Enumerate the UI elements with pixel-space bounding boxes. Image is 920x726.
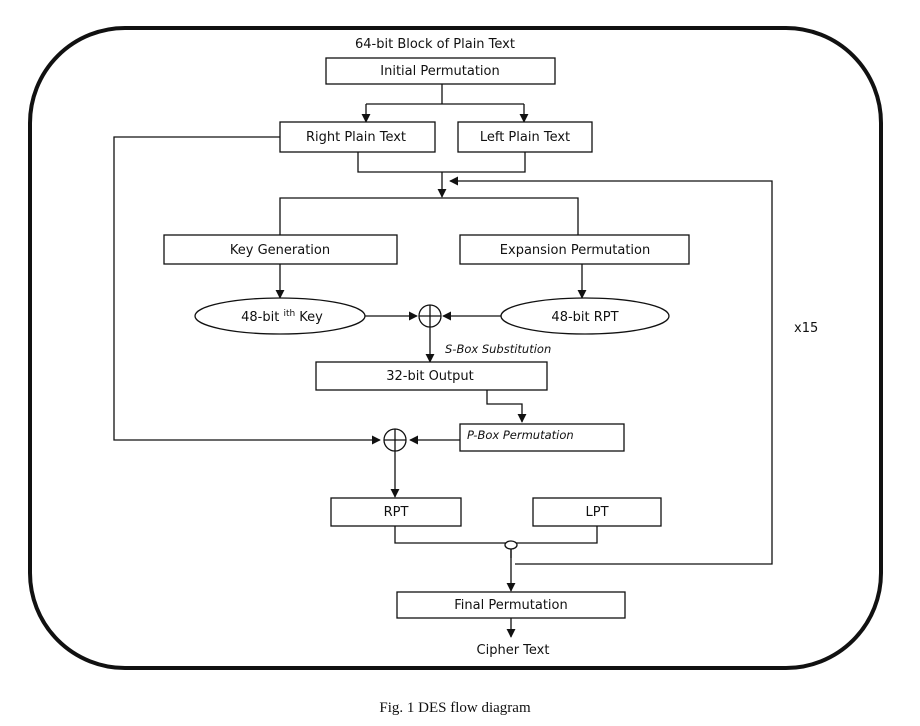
ith-superscript: ith xyxy=(283,309,295,319)
initial-permutation-label: Initial Permutation xyxy=(380,64,499,79)
sbox-substitution-label: S-Box Substitution xyxy=(445,342,551,356)
final-permutation-label: Final Permutation xyxy=(454,598,567,613)
key-generation-label: Key Generation xyxy=(230,243,330,258)
output-to-pbox-wire xyxy=(486,390,527,423)
expansion-permutation-label: Expansion Permutation xyxy=(500,243,650,258)
ith-key-label: 48-bit ith Key xyxy=(241,309,323,325)
join-wire xyxy=(394,526,598,544)
junction-node xyxy=(504,540,518,550)
rpt-box xyxy=(330,497,462,527)
right-plain-text-box xyxy=(279,121,436,153)
xor-key-mix-icon xyxy=(418,304,442,328)
left-plain-text-label: Left Plain Text xyxy=(480,130,570,145)
outer-frame xyxy=(28,26,883,670)
lpt-label: LPT xyxy=(585,505,608,520)
figure-caption: Fig. 1 DES flow diagram xyxy=(379,700,531,716)
final-permutation-box xyxy=(396,591,626,619)
right-plain-text-label: Right Plain Text xyxy=(306,130,406,145)
cipher-text-label: Cipher Text xyxy=(477,643,550,658)
loop-back-wire xyxy=(449,176,773,565)
output-32-box xyxy=(315,361,548,391)
input-label: 64-bit Block of Plain Text xyxy=(355,37,515,52)
initial-permutation-box xyxy=(325,57,556,85)
expansion-permutation-box xyxy=(459,234,690,265)
output-32-label: 32-bit Output xyxy=(386,369,473,384)
merge-wire xyxy=(357,152,526,173)
rpt-48-label: 48-bit RPT xyxy=(551,310,618,325)
rpt-label: RPT xyxy=(384,505,409,520)
lpt-box xyxy=(532,497,662,527)
pbox-permutation-label: P-Box Permutation xyxy=(467,428,574,442)
ip-split-wire xyxy=(366,84,524,105)
left-plain-text-box xyxy=(457,121,593,153)
key-generation-box xyxy=(163,234,398,265)
branch-wire xyxy=(279,197,579,235)
loop-count-label: x15 xyxy=(794,321,818,336)
xor-round-mix-icon xyxy=(383,428,407,452)
pbox-permutation-box xyxy=(459,423,625,452)
right-plain-feed-wire xyxy=(113,136,381,445)
